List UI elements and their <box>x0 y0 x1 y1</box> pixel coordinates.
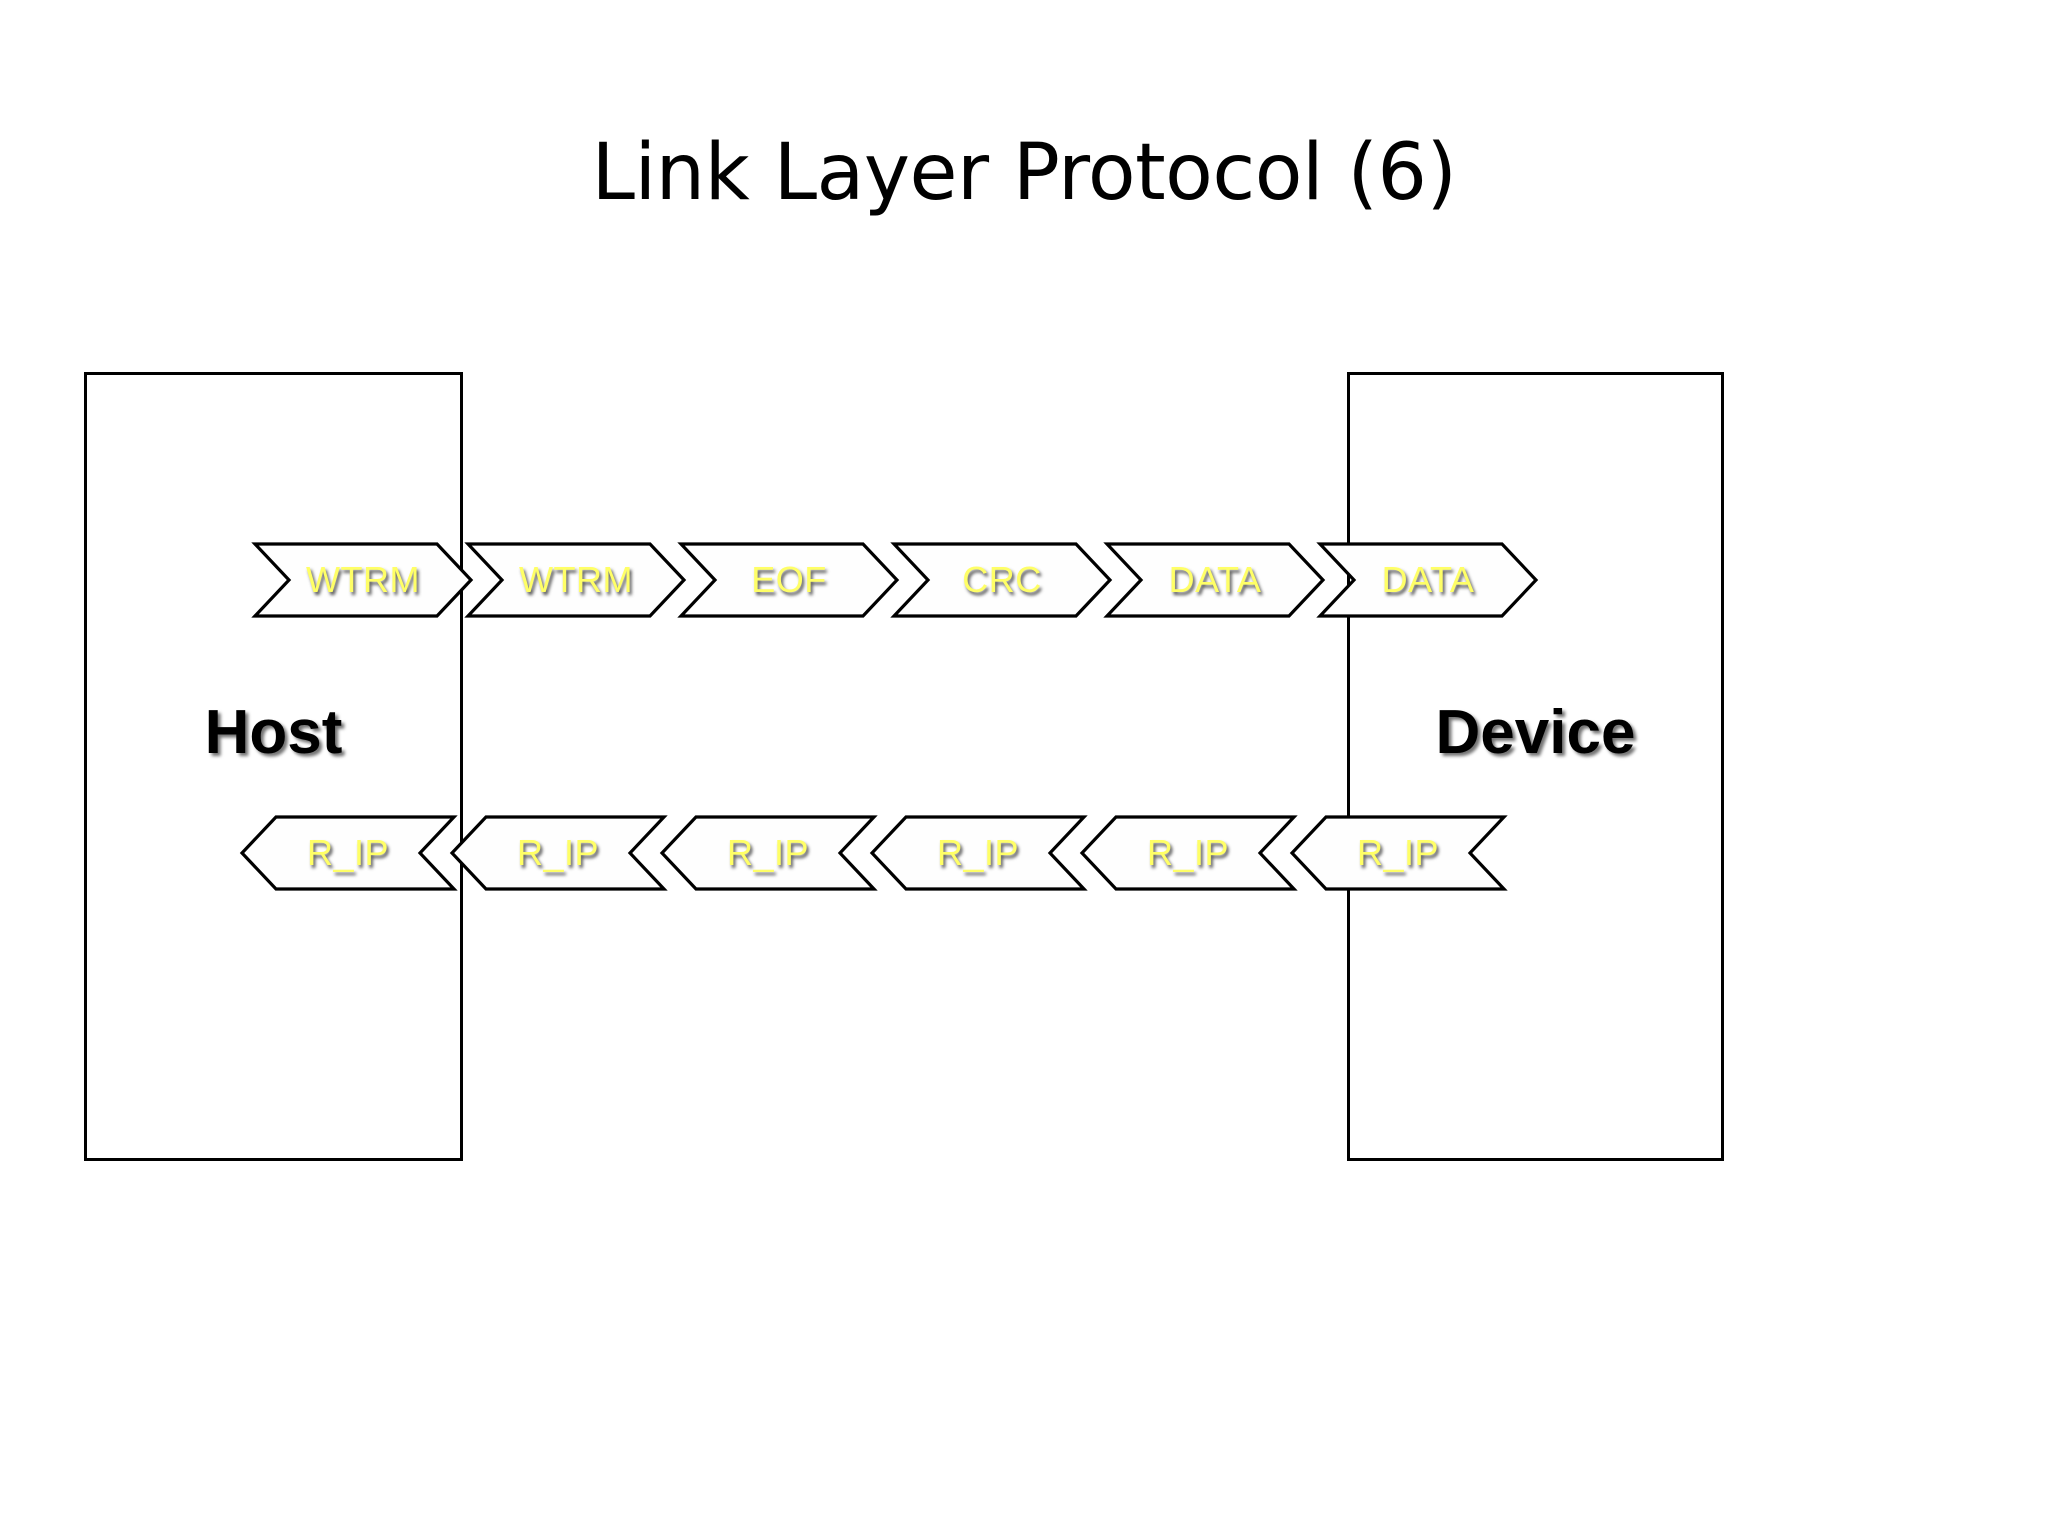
arrow-glyph-icon <box>659 815 878 891</box>
arrow-glyph-icon <box>251 542 474 618</box>
endpoint-label-host: Host <box>204 698 343 767</box>
page-title: Link Layer Protocol (6) <box>591 128 1457 218</box>
arrow-shape <box>239 815 458 891</box>
message-arrow-r-ip[interactable]: R_IP <box>449 815 668 891</box>
arrow-shape <box>251 542 474 618</box>
arrow-glyph-icon <box>869 815 1088 891</box>
arrow-shape <box>1289 815 1508 891</box>
arrow-glyph-icon <box>1316 542 1539 618</box>
arrow-glyph-icon <box>890 542 1113 618</box>
message-arrow-wtrm[interactable]: WTRM <box>251 542 474 618</box>
arrow-shape <box>1079 815 1298 891</box>
endpoint-label-device: Device <box>1435 698 1636 767</box>
endpoint-box-host <box>84 372 463 1161</box>
arrow-glyph-icon <box>1289 815 1508 891</box>
endpoint-box-device <box>1347 372 1724 1161</box>
message-arrow-data[interactable]: DATA <box>1103 542 1326 618</box>
arrow-glyph-icon <box>239 815 458 891</box>
arrow-glyph-icon <box>1079 815 1298 891</box>
message-arrow-wtrm[interactable]: WTRM <box>464 542 687 618</box>
message-arrow-eof[interactable]: EOF <box>677 542 900 618</box>
message-arrow-r-ip[interactable]: R_IP <box>239 815 458 891</box>
arrow-shape <box>869 815 1088 891</box>
arrow-shape <box>890 542 1113 618</box>
arrow-glyph-icon <box>677 542 900 618</box>
message-arrow-r-ip[interactable]: R_IP <box>869 815 1088 891</box>
arrow-glyph-icon <box>449 815 668 891</box>
message-arrow-data[interactable]: DATA <box>1316 542 1539 618</box>
arrow-shape <box>1103 542 1326 618</box>
arrow-glyph-icon <box>464 542 687 618</box>
arrow-shape <box>464 542 687 618</box>
message-arrow-r-ip[interactable]: R_IP <box>1079 815 1298 891</box>
arrow-glyph-icon <box>1103 542 1326 618</box>
message-arrow-r-ip[interactable]: R_IP <box>659 815 878 891</box>
message-arrow-r-ip[interactable]: R_IP <box>1289 815 1508 891</box>
arrow-shape <box>677 542 900 618</box>
arrow-shape <box>449 815 668 891</box>
arrow-shape <box>1316 542 1539 618</box>
message-arrow-crc[interactable]: CRC <box>890 542 1113 618</box>
arrow-shape <box>659 815 878 891</box>
